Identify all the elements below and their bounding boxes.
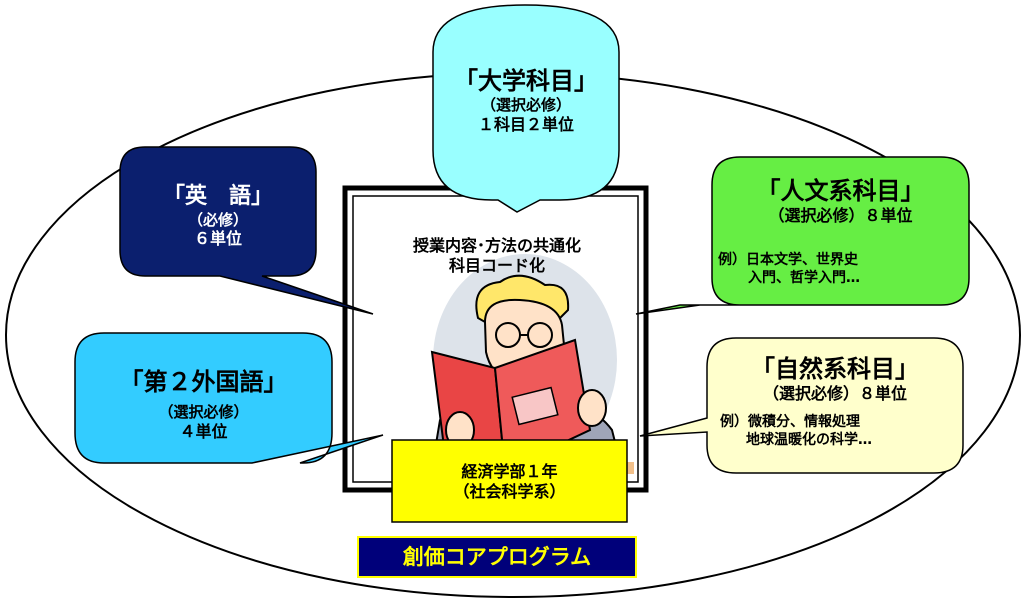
natural-science-example-2: 地球温暖化の科学… <box>746 431 872 448</box>
natural-science-title: 「自然系科目」 <box>751 355 919 383</box>
humanities-example-1: 例）日本文学、世界史 <box>718 252 858 268</box>
humanities-title: 「人文系科目」 <box>756 177 925 205</box>
second-language-text: 「第２外国語」 （選択必修） ４単位 <box>75 367 332 442</box>
center-frame-text: 授業内容･方法の共通化 科目コード化 <box>362 236 632 276</box>
university-subjects-requirement: （選択必修） <box>480 96 571 114</box>
natural-science-examples: 例）微積分、情報処理 地球温暖化の科学… <box>720 414 960 449</box>
center-line-2: 科目コード化 <box>448 256 545 275</box>
english-title: 「英 語」 <box>162 184 273 209</box>
university-subjects-text: 「大学科目」 （選択必修） １科目２単位 <box>433 66 619 135</box>
second-language-credits: ４単位 <box>179 421 228 441</box>
english-credits: ６単位 <box>193 229 242 249</box>
humanities-callout <box>635 156 970 315</box>
center-line-1: 授業内容･方法の共通化 <box>412 236 581 255</box>
natural-science-text: 「自然系科目」 （選択必修）８単位 <box>707 354 963 404</box>
university-subjects-title: 「大学科目」 <box>454 67 598 95</box>
university-subjects-callout <box>432 4 620 213</box>
natural-science-requirement: （選択必修）８単位 <box>762 384 907 403</box>
humanities-example-2: 入門、哲学入門… <box>748 269 860 286</box>
humanities-requirement: （選択必修）８単位 <box>768 206 913 225</box>
program-box <box>357 536 637 578</box>
second-language-requirement: （選択必修） <box>158 403 249 421</box>
english-requirement: （必修） <box>187 210 248 229</box>
english-callout <box>119 146 374 315</box>
faculty-text: 経済学部１年 （社会科学系） <box>392 462 627 502</box>
faculty-box <box>391 439 628 523</box>
university-subjects-credits: １科目２単位 <box>477 114 574 134</box>
program-label: 創価コアプログラム <box>402 545 592 569</box>
second-language-title: 「第２外国語」 <box>119 368 288 396</box>
humanities-text: 「人文系科目」 （選択必修）８単位 <box>712 176 969 226</box>
faculty-line-2: （社会科学系） <box>453 482 566 501</box>
second-language-callout <box>74 332 384 464</box>
humanities-examples: 例）日本文学、世界史 入門、哲学入門… <box>718 252 928 287</box>
natural-science-callout <box>639 337 964 474</box>
english-text: 「英 語」 （必修） ６単位 <box>120 183 316 249</box>
natural-science-example-1: 例）微積分、情報処理 <box>720 414 860 430</box>
faculty-line-1: 経済学部１年 <box>461 462 558 481</box>
